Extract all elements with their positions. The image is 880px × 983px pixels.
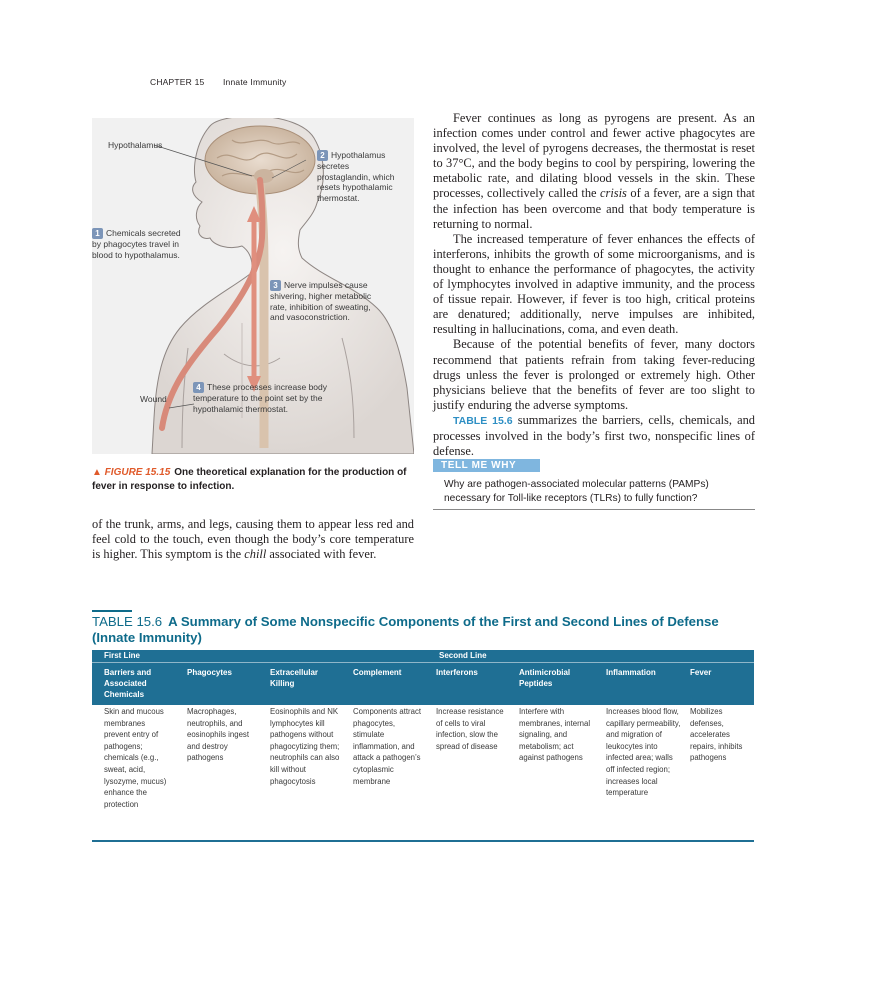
cell-inflammation: Increases blood flow, capillary permeabi… [606, 707, 681, 798]
chapter-number: CHAPTER 15 [150, 77, 205, 87]
col-header-extracellular-killing: Extracellular Killing [270, 668, 319, 688]
step-number-4: 4 [193, 382, 204, 393]
table-number: TABLE 15.6 [92, 614, 163, 629]
paragraph-2: The increased temperature of fever enhan… [433, 231, 755, 337]
step-number-1: 1 [92, 228, 103, 239]
continuation-italic: chill [244, 547, 267, 562]
left-column-text: of the trunk, arms, and legs, causing th… [92, 517, 414, 562]
table-group-row: First Line Second Line [92, 650, 754, 663]
label-wound: Wound [140, 394, 167, 404]
col-header-antimicrobial-peptides: Antimicrobial Peptides [519, 668, 571, 688]
continuation-paragraph: of the trunk, arms, and legs, causing th… [92, 517, 414, 562]
caption-text: One theoretical explanation for the prod… [92, 467, 407, 492]
p1-italic: crisis [600, 186, 627, 201]
col-header-barriers: Barriers and Associated Chemicals [104, 668, 152, 699]
step-number-3: 3 [270, 280, 281, 291]
col-header-fever: Fever [690, 668, 712, 677]
cell-extracellular-killing: Eosinophils and NK lymphocytes kill path… [270, 707, 340, 786]
col-header-interferons: Interferons [436, 668, 478, 677]
table-header: First Line Second Line Barriers and Asso… [92, 650, 754, 705]
figure-marker: ▲ FIGURE 15.15 [92, 467, 171, 478]
cell-antimicrobial-peptides: Interfere with membranes, internal signa… [519, 707, 591, 763]
col-header-phagocytes: Phagocytes [187, 668, 232, 677]
chapter-title: Innate Immunity [223, 77, 287, 87]
table-bottom-rule [92, 840, 754, 842]
table-reference-link[interactable]: TABLE 15.6 [453, 414, 513, 427]
step-3-text: Nerve impulses cause shivering, higher m… [270, 280, 372, 322]
continuation-end: associated with fever. [269, 547, 377, 562]
paragraph-4: TABLE 15.6 summarizes the barriers, cell… [433, 413, 755, 459]
continuation-text: of the trunk, arms, and legs, causing th… [92, 517, 414, 562]
running-head: CHAPTER 15 Innate Immunity [150, 77, 286, 87]
p1-text: Fever continues as long as pyrogens are … [433, 111, 755, 201]
paragraph-1: Fever continues as long as pyrogens are … [433, 111, 755, 232]
group-first-line: First Line [104, 651, 141, 660]
cell-phagocytes: Macrophages, neutrophils, and eosinophil… [187, 707, 249, 763]
right-column-text: Fever continues as long as pyrogens are … [433, 111, 755, 459]
tell-me-why-question: Why are pathogen-associated molecular pa… [444, 479, 709, 504]
cell-complement: Components attract phagocytes, stimulate… [353, 707, 422, 786]
group-second-line: Second Line [439, 651, 487, 660]
cell-fever: Mobilizes defenses, accelerates repairs,… [690, 707, 743, 763]
label-hypothalamus: Hypothalamus [108, 140, 163, 150]
p4-text: summarizes the barriers, cells, chemical… [433, 412, 755, 459]
tell-me-why-heading: TELL ME WHY [433, 459, 540, 472]
fever-illustration [151, 118, 414, 454]
cell-barriers: Skin and mucous membranes prevent entry … [104, 707, 167, 809]
step-2-text: Hypothalamus secretes prostaglandin, whi… [317, 150, 395, 203]
cell-interferons: Increase resistance of cells to viral in… [436, 707, 504, 751]
step-4-text: These processes increase body temperatur… [193, 382, 328, 414]
step-number-2: 2 [317, 150, 328, 161]
p1-end: of a fever, are a sign that the infectio… [433, 186, 755, 231]
step-1-text: Chemicals secreted by phagocytes travel … [92, 228, 181, 260]
tell-me-why-divider [433, 509, 755, 510]
table-title-text: A Summary of Some Nonspecific Components… [92, 614, 719, 645]
col-header-inflammation: Inflammation [606, 668, 656, 677]
table-top-rule [92, 610, 132, 612]
paragraph-3: Because of the potential benefits of fev… [433, 337, 755, 412]
col-header-complement: Complement [353, 668, 402, 677]
